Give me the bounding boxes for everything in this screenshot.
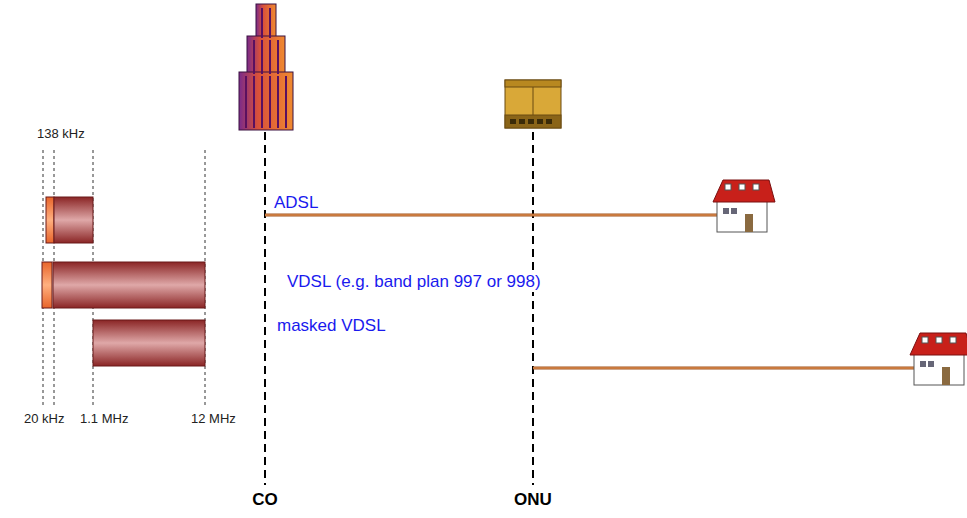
frequency-label: 138 kHz xyxy=(35,127,87,142)
line-label: masked VDSL xyxy=(275,316,388,336)
band-bars xyxy=(42,197,205,366)
frequency-guides xyxy=(43,150,205,405)
copper-loops xyxy=(265,215,915,368)
site-label: CO xyxy=(250,490,280,510)
site-lines xyxy=(265,132,533,485)
frequency-label: 12 MHz xyxy=(189,412,238,427)
onu-cabinet xyxy=(505,80,561,128)
house-icon xyxy=(713,180,775,232)
frequency-label: 20 kHz xyxy=(22,412,66,427)
line-label: ADSL xyxy=(272,193,320,213)
frequency-label: 1.1 MHz xyxy=(78,412,130,427)
house-icon xyxy=(910,333,967,385)
site-label: ONU xyxy=(512,490,554,510)
line-label: VDSL (e.g. band plan 997 or 998) xyxy=(285,272,543,292)
central-office-building xyxy=(239,4,293,130)
